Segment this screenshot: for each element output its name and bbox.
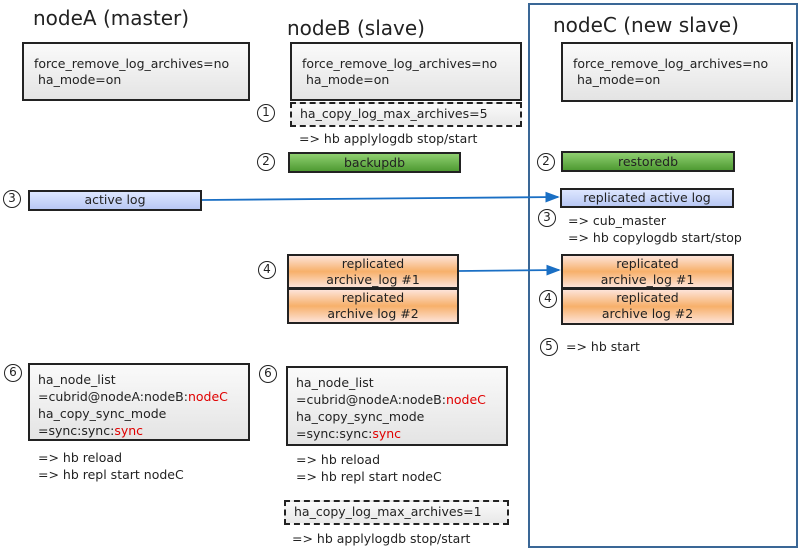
backupdb: backupdb — [288, 152, 461, 173]
replicated-archive-log-2: replicated archive log #2 — [561, 288, 734, 325]
highlight-text: sync — [114, 423, 144, 438]
restoredb: restoredb — [561, 151, 735, 172]
config-line: ha_node_list — [296, 375, 374, 390]
nodea-title: nodeA (master) — [33, 6, 190, 30]
nodeb-node-list-box: ha_node_list =cubrid@nodeA:nodeB:nodeC h… — [286, 366, 508, 446]
config-line: ha_copy_sync_mode — [296, 409, 425, 424]
step-3-marker: 3 — [3, 190, 21, 208]
highlight-text: sync — [372, 426, 402, 441]
config-text: =sync:sync: — [296, 426, 373, 441]
config-line: ha_mode=on — [306, 72, 390, 87]
config-text: =sync:sync: — [38, 423, 115, 438]
archive-label: archive_log #1 — [326, 272, 420, 287]
config-text: =cubrid@nodeA:nodeB: — [296, 392, 446, 407]
config-line: ha_copy_sync_mode — [38, 406, 167, 421]
archive-label: archive log #2 — [327, 306, 419, 321]
active-log-replication-arrow — [201, 191, 560, 203]
nodea-config-box: force_remove_log_archives=no ha_mode=on — [22, 42, 250, 101]
step-5-marker: 5 — [540, 338, 558, 356]
command-text: => hb copylogdb start/stop — [568, 230, 742, 245]
command-text: => hb applylogdb stop/start — [292, 531, 471, 546]
nodea-node-list-box: ha_node_list =cubrid@nodeA:nodeB:nodeC h… — [28, 363, 250, 441]
config-line: force_remove_log_archives=no — [34, 56, 230, 71]
config-text: =cubrid@nodeA:nodeB: — [38, 389, 188, 404]
highlight-text: nodeC — [445, 392, 486, 407]
command-text: => hb repl start nodeC — [296, 469, 442, 484]
config-line: =sync:sync:sync — [38, 422, 248, 439]
nodeb-title: nodeB (slave) — [287, 16, 425, 40]
command-text: => hb repl start nodeC — [38, 467, 184, 482]
active-log: active log — [28, 190, 202, 211]
highlight-text: nodeC — [187, 389, 228, 404]
max-archives-param: ha_copy_log_max_archives=5 — [290, 102, 522, 127]
config-line: force_remove_log_archives=no — [573, 56, 769, 71]
step-2-marker: 2 — [257, 153, 275, 171]
archive-log-replication-arrow — [458, 264, 561, 276]
max-archives-param-final: ha_copy_log_max_archives=1 — [284, 500, 509, 525]
step-3-marker: 3 — [538, 209, 556, 227]
nodec-title: nodeC (new slave) — [553, 13, 739, 37]
config-line: ha_mode=on — [577, 72, 661, 87]
archive-log-2: replicated archive log #2 — [287, 288, 459, 324]
config-line: =sync:sync:sync — [296, 425, 506, 442]
config-line: ha_node_list — [38, 372, 116, 387]
command-text: => hb reload — [38, 450, 123, 465]
archive-label: archive log #2 — [601, 306, 694, 321]
config-line: force_remove_log_archives=no — [302, 56, 498, 71]
archive-label: replicated — [616, 256, 679, 271]
command-text: => cub_master — [568, 213, 666, 228]
step-6-marker: 6 — [4, 364, 22, 382]
config-line: =cubrid@nodeA:nodeB:nodeC — [296, 391, 506, 408]
config-line: ha_mode=on — [38, 72, 122, 87]
nodeb-config-box: force_remove_log_archives=no ha_mode=on — [290, 42, 522, 101]
step-1-marker: 1 — [257, 104, 275, 122]
step-2-marker: 2 — [537, 153, 555, 171]
command-text: => hb applylogdb stop/start — [299, 131, 478, 146]
command-text: => hb reload — [296, 452, 381, 467]
replicated-active-log: replicated active log — [560, 188, 734, 208]
step-4-marker: 4 — [258, 261, 276, 279]
config-line: =cubrid@nodeA:nodeB:nodeC — [38, 388, 248, 405]
archive-label: replicated — [616, 290, 679, 305]
archive-label: archive_log #1 — [600, 272, 695, 287]
archive-label: replicated — [341, 290, 405, 305]
step-6-marker: 6 — [259, 365, 277, 383]
replicated-archive-log-1: replicated archive_log #1 — [561, 254, 734, 289]
nodec-frame — [528, 3, 798, 548]
archive-label: replicated — [341, 256, 405, 271]
command-text: => hb start — [566, 339, 640, 354]
nodec-config-box: force_remove_log_archives=no ha_mode=on — [561, 42, 793, 102]
step-4-marker: 4 — [539, 290, 557, 308]
